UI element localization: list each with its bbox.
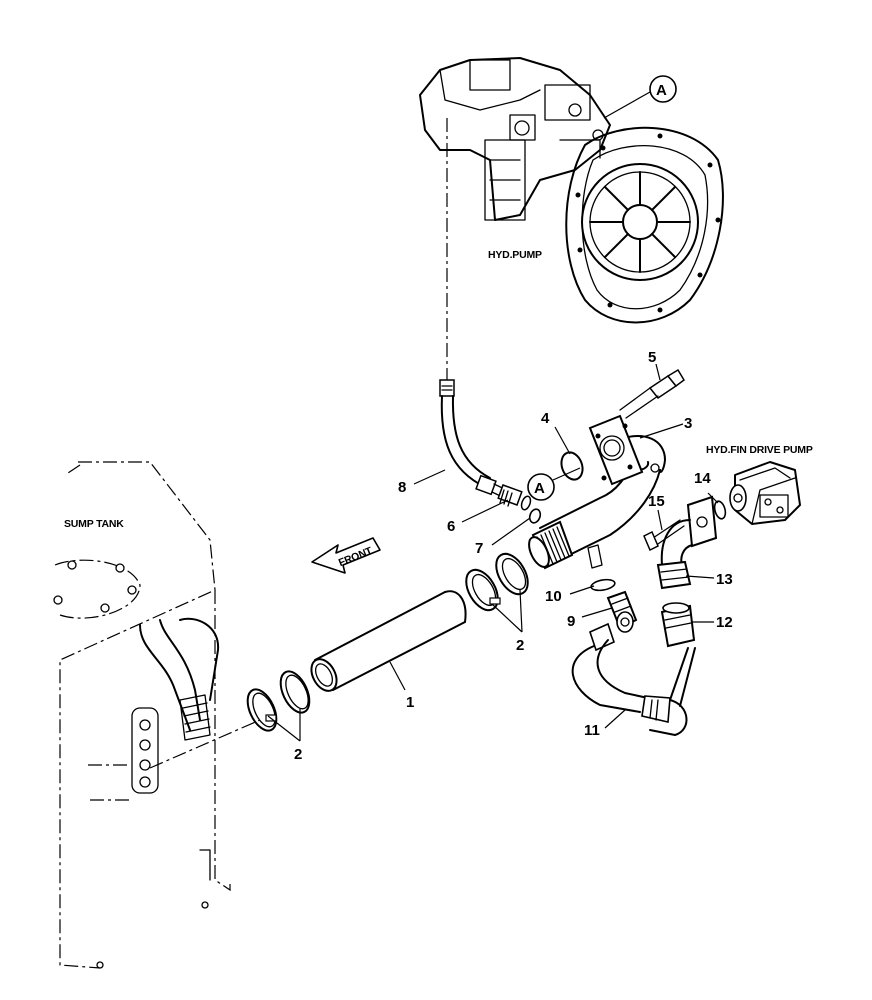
clamps-right bbox=[465, 552, 529, 612]
callout-11: 11 bbox=[584, 722, 600, 739]
callout-7: 7 bbox=[475, 540, 483, 557]
callouts: 1 2 2 3 4 5 6 7 8 9 10 11 12 13 14 15 bbox=[294, 349, 733, 763]
callout-13: 13 bbox=[716, 571, 733, 588]
elbow-3 bbox=[528, 414, 666, 570]
bolts-15 bbox=[643, 519, 685, 552]
fitting-12 bbox=[660, 602, 696, 648]
reference-a-bubble-middle: A bbox=[527, 473, 555, 501]
leader-lines bbox=[267, 363, 719, 742]
hyd-pump-label: HYD.PUMP bbox=[488, 249, 542, 261]
callout-15: 15 bbox=[648, 493, 665, 510]
front-label: FRONT bbox=[337, 545, 375, 570]
bolts-5 bbox=[619, 368, 685, 419]
o-ring-10 bbox=[590, 578, 616, 592]
callout-1: 1 bbox=[406, 694, 414, 711]
hose-8 bbox=[439, 379, 532, 511]
reference-a-label-2: A bbox=[534, 480, 545, 497]
callout-4: 4 bbox=[541, 410, 550, 427]
hose-1 bbox=[310, 590, 467, 692]
callout-5: 5 bbox=[648, 349, 656, 366]
clamps-left bbox=[246, 670, 311, 732]
hydraulic-pump bbox=[419, 57, 724, 324]
reference-a-label: A bbox=[656, 82, 667, 99]
callout-2-right: 2 bbox=[516, 637, 524, 654]
callout-2-left: 2 bbox=[294, 746, 302, 763]
sump-tank-label: SUMP TANK bbox=[64, 518, 124, 530]
o-ring-7 bbox=[528, 508, 542, 524]
callout-6: 6 bbox=[447, 518, 455, 535]
callout-8: 8 bbox=[398, 479, 406, 496]
callout-12: 12 bbox=[716, 614, 733, 631]
adapter-9 bbox=[606, 590, 638, 633]
callout-14: 14 bbox=[694, 470, 711, 487]
sump-tank bbox=[53, 461, 231, 969]
o-ring-4 bbox=[560, 451, 584, 481]
o-ring-14 bbox=[713, 500, 727, 520]
callout-10: 10 bbox=[545, 588, 562, 605]
callout-3: 3 bbox=[684, 415, 692, 432]
fin-drive-pump-label: HYD.FIN DRIVE PUMP bbox=[706, 444, 813, 456]
front-arrow: FRONT bbox=[311, 537, 381, 574]
callout-9: 9 bbox=[567, 613, 575, 630]
elbow-13 bbox=[656, 495, 718, 590]
reference-a-bubble-top: A bbox=[649, 75, 677, 103]
hyd-fin-drive-pump bbox=[729, 461, 801, 525]
hose-11 bbox=[571, 622, 696, 736]
